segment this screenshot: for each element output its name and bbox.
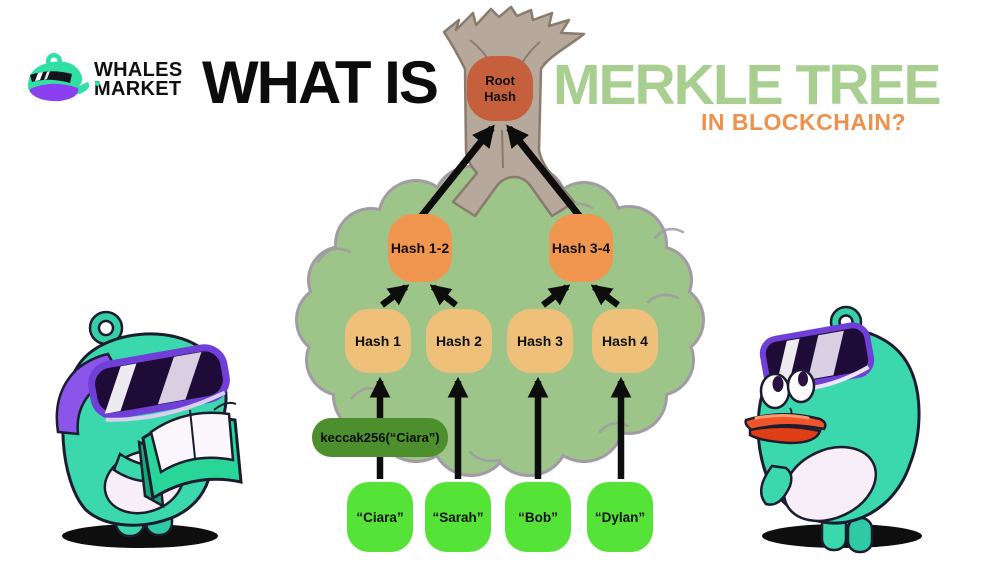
vr-goggles-icon [88, 344, 230, 422]
hash-node-3: Hash 3 [507, 309, 573, 373]
hash-function-label: keccak256(“Ciara”) [312, 418, 448, 457]
brand-dot [95, 81, 100, 86]
lips-icon [744, 413, 827, 445]
book-icon [137, 401, 243, 509]
internal-node-hash-1-2: Hash 1-2 [388, 214, 452, 282]
data-node-dylan: “Dylan” [587, 482, 653, 552]
hash-node-2: Hash 2 [426, 309, 492, 373]
brand-name-line2: MARKET [94, 78, 182, 100]
brand-name: WHALES MARKET [94, 59, 183, 100]
whale-mascot-vr-goggles-icon [744, 305, 922, 554]
data-node-ciara: “Ciara” [347, 482, 413, 552]
whale-logo-icon [28, 53, 90, 102]
root-hash-node: Root Hash [467, 56, 533, 121]
root-hash-label-line2: Hash [484, 88, 516, 104]
brand-name-line1: WHALES [94, 59, 183, 81]
title-prefix: WHAT IS [202, 49, 439, 116]
internal-node-hash-3-4: Hash 3-4 [549, 214, 613, 282]
root-hash-label-line1: Root [485, 72, 515, 88]
vr-goggles-icon [759, 322, 875, 393]
hash-node-4: Hash 4 [592, 309, 658, 373]
data-node-sarah: “Sarah” [425, 482, 491, 552]
whale-mascot-reading-book-icon [55, 310, 243, 548]
data-node-bob: “Bob” [505, 482, 571, 552]
page-title: MERKLE TREE [553, 53, 942, 117]
eyes-icon [759, 368, 816, 410]
hash-node-1: Hash 1 [345, 309, 411, 373]
page-subtitle: IN BLOCKCHAIN? [700, 109, 906, 135]
